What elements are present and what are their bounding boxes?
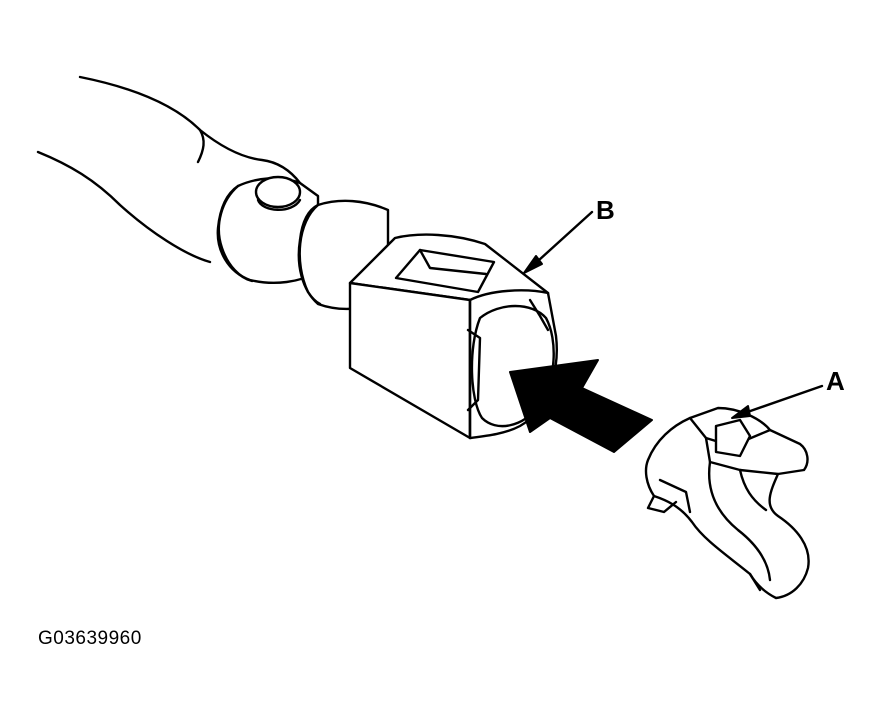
callout-leaders (523, 210, 824, 419)
figure-code: G03639960 (38, 628, 142, 649)
fuel-hose (36, 75, 302, 264)
insertion-arrow (509, 359, 653, 453)
callout-label-b: B (596, 195, 615, 225)
pipe-collar (216, 175, 320, 285)
retainer-clip (644, 406, 810, 600)
callout-label-a: A (826, 366, 845, 396)
